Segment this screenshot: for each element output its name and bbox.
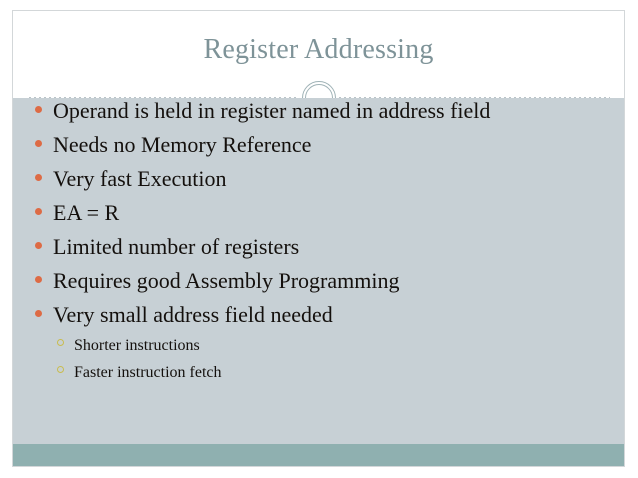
list-item: Requires good Assembly Programming [13,268,624,302]
slide-body: Operand is held in register named in add… [13,98,624,446]
footer-accent-bar [13,444,624,466]
list-item: Very fast Execution [13,166,624,200]
bullet-dot-icon [35,276,42,283]
presentation-slide: Register Addressing Operand is held in r… [12,10,625,467]
list-item-label: Very small address field needed [53,302,333,327]
list-item: Very small address field needed [13,302,624,336]
list-item-label: Very fast Execution [53,166,227,191]
list-item-label: EA = R [53,200,120,225]
bullet-dot-icon [35,242,42,249]
page-title: Register Addressing [203,34,434,65]
list-item: Faster instruction fetch [13,363,624,390]
bullet-circle-icon [57,366,64,373]
list-item-label: Operand is held in register named in add… [53,98,491,123]
bullet-dot-icon [35,140,42,147]
bullet-list: Operand is held in register named in add… [13,98,624,390]
list-item-label: Shorter instructions [74,337,200,354]
list-item-label: Faster instruction fetch [74,364,222,381]
bullet-dot-icon [35,106,42,113]
bullet-dot-icon [35,208,42,215]
list-item: Operand is held in register named in add… [13,98,624,132]
bullet-dot-icon [35,174,42,181]
list-item: Limited number of registers [13,234,624,268]
bullet-circle-icon [57,339,64,346]
list-item: Shorter instructions [13,336,624,363]
list-item-label: Needs no Memory Reference [53,132,312,157]
list-item-label: Limited number of registers [53,234,300,259]
list-item-label: Requires good Assembly Programming [53,268,400,293]
list-item: Needs no Memory Reference [13,132,624,166]
bullet-dot-icon [35,310,42,317]
list-item: EA = R [13,200,624,234]
